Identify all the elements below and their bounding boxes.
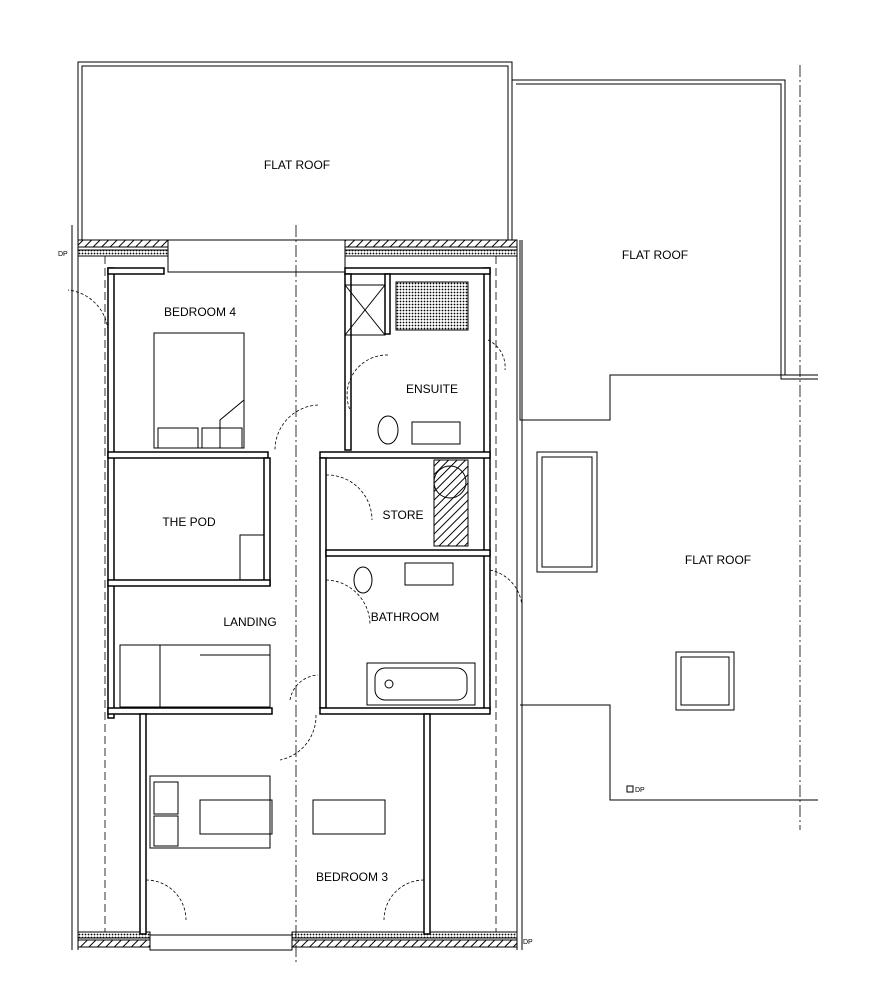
room-label-bathroom: BATHROOM (371, 610, 439, 624)
room-label-bedroom-4: BEDROOM 4 (164, 305, 236, 319)
room-label-landing: LANDING (223, 615, 276, 629)
door-swings (67, 289, 523, 921)
room-label-the-pod: THE POD (162, 515, 216, 529)
internal-walls (107, 267, 491, 935)
room-label-ensuite: ENSUITE (406, 382, 458, 396)
building-walls (71, 225, 523, 965)
roof-label-top: FLAT ROOF (264, 158, 330, 172)
downpipe-label-bottom: DP (523, 939, 533, 946)
roof-label-right-upper: FLAT ROOF (622, 248, 688, 262)
downpipe-label-right: DP (635, 787, 645, 794)
room-label-bedroom-3: BEDROOM 3 (316, 870, 388, 884)
fixtures (119, 281, 476, 849)
flat-roof-right (512, 65, 818, 830)
room-label-store: STORE (382, 508, 423, 522)
flat-roof-top (77, 61, 513, 241)
roof-label-right-lower: FLAT ROOF (685, 553, 751, 567)
downpipe-label-top-left: DP (58, 251, 68, 258)
